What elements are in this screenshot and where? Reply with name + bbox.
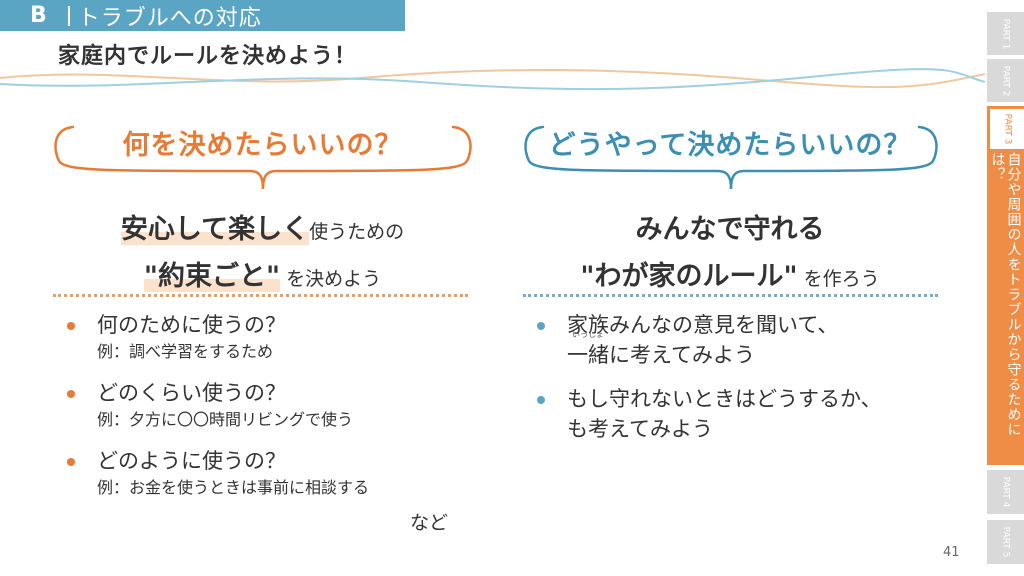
tab-part3-label: PART 3 [1001,113,1012,145]
list-item-main: どのように使うの？ [97,449,286,473]
right-headline: みんなで守れる "わが家のルール" を作ろう [515,208,945,302]
list-item: どのように使うの？ 例：お金を使うときは事前に相談する [67,446,369,500]
section-banner: B トラブルへの対応 [0,0,405,31]
left-question-text: 何を決めたらいいの？ [122,130,403,161]
tab-part3-description: 自分や周囲の人をトラブルから守るためには？ [987,152,1024,465]
tab-part1-label: PART 1 [1000,18,1011,49]
wave-decoration [0,68,985,91]
left-question: 何を決めたらいいの？ [45,105,480,195]
ruby-reading: いっしょ [572,330,604,339]
right-list: 家族みんなの意見を聞いて、 いっしょ一緒に考えてみよう もし守れないときはどうす… [537,310,882,458]
left-headline-emph: 安心して楽しく [120,214,310,245]
list-item-line2: も考えてみよう [567,417,713,441]
left-headline-decide: を決めよう [280,268,382,290]
right-question: どうやって決めたらいいの？ [515,105,945,195]
list-item-main: どのくらい使うの？ [97,381,286,405]
tab-part5[interactable]: PART 5 [987,520,1024,564]
left-brace-icon [54,125,472,190]
list-item: 家族みんなの意見を聞いて、 いっしょ一緒に考えてみよう [537,310,882,370]
list-item-line1: 家族みんなの意見を聞いて、 [567,313,839,337]
page-title: 家庭内でルールを決めよう！ [58,44,358,69]
bullet-icon [67,390,75,398]
etc-label: など [410,512,449,534]
bullet-icon [537,322,545,330]
left-headline: 安心して楽しく使うための "約束ごと" を決めよう [45,208,480,302]
list-item: もし守れないときはどうするか、 も考えてみよう [537,384,882,444]
list-item: 何のために使うの？ 例：調べ学習をするため [67,310,369,364]
list-item-main: 何のために使うの？ [97,313,286,337]
right-headline-emph: みんなで守れる [635,214,825,245]
ruby-word: いっしょ一緒 [567,331,609,370]
tab-part2-label: PART 2 [1000,65,1011,96]
list-item-example: 例：夕方に〇〇時間リビングで使う [97,410,354,429]
list-item-example: 例：お金を使うときは事前に相談する [97,478,370,497]
bullet-icon [67,322,75,330]
ruby-base: 一緒 [567,343,609,367]
right-question-text: どうやって決めたらいいの？ [548,130,912,161]
left-headline-promise: "約束ごと" [143,261,281,292]
list-item-line2-rest: に考えてみよう [609,343,755,367]
tab-part1[interactable]: PART 1 [987,12,1024,55]
tab-part4-label: PART 4 [1000,476,1011,508]
list-item-example: 例：調べ学習をするため [97,342,274,361]
side-tabs: PART 1 PART 2 PART 3 自分や周囲の人をトラブルから守るために… [985,0,1024,576]
bullet-icon [537,396,545,404]
list-item: どのくらい使うの？ 例：夕方に〇〇時間リビングで使う [67,378,369,432]
right-headline-rule: "わが家のルール" [580,261,798,292]
tab-part5-label: PART 5 [1000,526,1011,558]
section-title: トラブルへの対応 [77,5,262,31]
left-list: 何のために使うの？ 例：調べ学習をするため どのくらい使うの？ 例：夕方に〇〇時… [67,310,369,514]
tab-part3-description-text: 自分や周囲の人をトラブルから守るためには？ [989,152,1022,437]
right-divider [523,294,938,297]
tab-part4[interactable]: PART 4 [987,470,1024,514]
bullet-icon [67,458,75,466]
left-headline-tail: 使うための [309,221,405,243]
list-item-line2: いっしょ一緒に考えてみよう [567,331,882,370]
right-brace-icon [524,125,938,190]
tab-part2[interactable]: PART 2 [987,59,1024,102]
page-number: 41 [943,545,960,560]
left-divider [53,294,468,297]
section-letter: B [30,3,48,28]
section-divider [67,5,70,26]
right-headline-make: を作ろう [797,268,880,290]
list-item-line1: もし守れないときはどうするか、 [567,387,882,411]
tab-part3[interactable]: PART 3 [987,106,1024,152]
